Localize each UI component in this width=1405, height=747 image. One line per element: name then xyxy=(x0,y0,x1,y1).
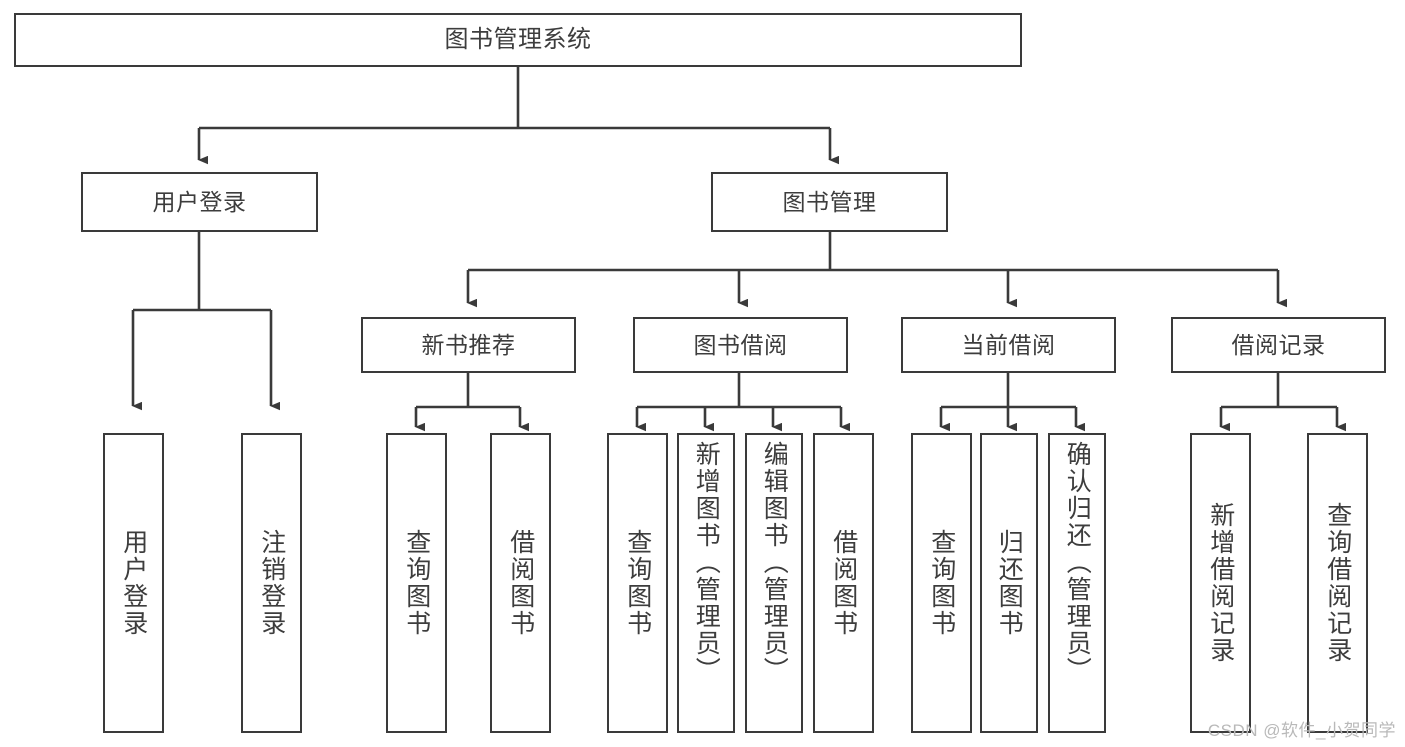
leaf-user-login-logout[interactable]: 注销登录 xyxy=(241,433,302,733)
node-label: 查询借阅记录 xyxy=(1323,502,1352,664)
node-root-book-management-system[interactable]: 图书管理系统 xyxy=(14,13,1022,67)
node-label: 借阅记录 xyxy=(1231,331,1326,358)
node-current-borrow[interactable]: 当前借阅 xyxy=(901,317,1116,373)
node-book-borrow[interactable]: 图书借阅 xyxy=(633,317,848,373)
leaf-book-borrow-borrow-book[interactable]: 借阅图书 xyxy=(813,433,874,733)
leaf-borrow-record-query-record[interactable]: 查询借阅记录 xyxy=(1307,433,1368,733)
node-borrow-record[interactable]: 借阅记录 xyxy=(1171,317,1386,373)
node-label: 用户登录 xyxy=(152,188,247,215)
node-label: 新增图书（管理员） xyxy=(692,441,721,684)
node-label: 图书管理 xyxy=(782,188,877,215)
node-label: 新书推荐 xyxy=(421,331,516,358)
leaf-current-borrow-query-book[interactable]: 查询图书 xyxy=(911,433,972,733)
node-label: 用户登录 xyxy=(119,529,148,637)
leaf-book-borrow-query-book[interactable]: 查询图书 xyxy=(607,433,668,733)
node-label: 当前借阅 xyxy=(961,331,1056,358)
node-label: 查询图书 xyxy=(927,529,956,637)
node-label: 新增借阅记录 xyxy=(1206,502,1235,664)
node-label: 归还图书 xyxy=(995,529,1024,637)
node-user-login[interactable]: 用户登录 xyxy=(81,172,318,232)
leaf-book-borrow-edit-book-admin[interactable]: 编辑图书（管理员） xyxy=(745,433,803,733)
node-label: 图书管理系统 xyxy=(444,26,592,54)
leaf-new-book-query-book[interactable]: 查询图书 xyxy=(386,433,447,733)
leaf-current-borrow-return-book[interactable]: 归还图书 xyxy=(980,433,1038,733)
leaf-user-login-login[interactable]: 用户登录 xyxy=(103,433,164,733)
leaf-borrow-record-add-record[interactable]: 新增借阅记录 xyxy=(1190,433,1251,733)
node-label: 编辑图书（管理员） xyxy=(760,441,789,684)
node-label: 借阅图书 xyxy=(829,529,858,637)
node-label: 确认归还（管理员） xyxy=(1063,441,1092,684)
node-label: 注销登录 xyxy=(257,529,286,637)
node-new-book-recommend[interactable]: 新书推荐 xyxy=(361,317,576,373)
leaf-current-borrow-confirm-return-admin[interactable]: 确认归还（管理员） xyxy=(1048,433,1106,733)
node-book-management[interactable]: 图书管理 xyxy=(711,172,948,232)
node-label: 借阅图书 xyxy=(506,529,535,637)
leaf-book-borrow-add-book-admin[interactable]: 新增图书（管理员） xyxy=(677,433,735,733)
leaf-new-book-borrow-book[interactable]: 借阅图书 xyxy=(490,433,551,733)
csdn-watermark: CSDN @软件_小贺同学 xyxy=(1207,721,1396,740)
node-label: 查询图书 xyxy=(623,529,652,637)
node-label: 查询图书 xyxy=(402,529,431,637)
node-label: 图书借阅 xyxy=(693,331,788,358)
